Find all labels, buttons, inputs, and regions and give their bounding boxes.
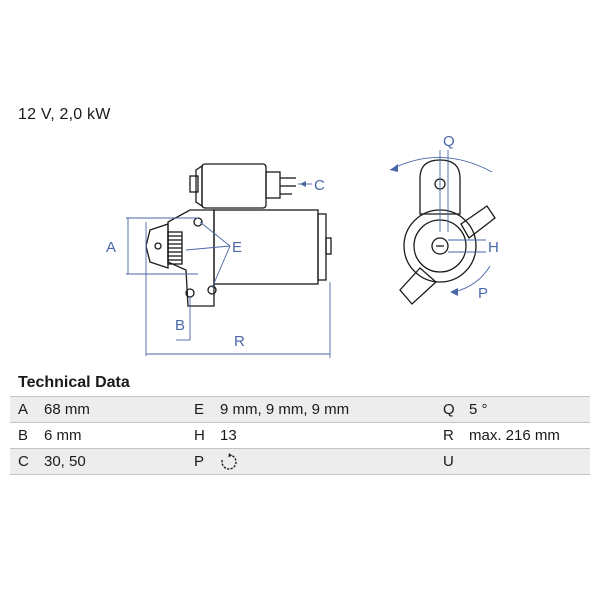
- spec-value: 5 °: [469, 396, 590, 423]
- spec-key: Q: [435, 396, 469, 423]
- starter-motor-drawing: A B C E R Q H P: [106, 133, 499, 358]
- spec-value: 9 mm, 9 mm, 9 mm: [220, 396, 435, 423]
- motor-end-cap: [317, 213, 327, 281]
- side-view: [399, 159, 496, 305]
- mounting-flange: [167, 209, 215, 307]
- spec-key: A: [10, 396, 44, 423]
- spec-key: E: [186, 396, 220, 423]
- spec-value: [469, 448, 590, 475]
- spec-key: R: [435, 422, 469, 449]
- label-E: E: [232, 239, 242, 256]
- spec-value: 30, 50: [44, 448, 186, 475]
- spec-key: H: [186, 422, 220, 449]
- label-Q: Q: [443, 133, 455, 150]
- label-A: A: [106, 239, 116, 256]
- solenoid-cap: [195, 164, 203, 208]
- label-B: B: [175, 317, 185, 334]
- pinion-gear: [167, 231, 183, 265]
- spec-value: 13: [220, 422, 435, 449]
- technical-data-table: A 68 mm E 9 mm, 9 mm, 9 mm Q 5 ° B 6 mm …: [10, 396, 590, 475]
- voltage-power-spec: 12 V, 2,0 kW: [18, 106, 111, 123]
- label-C: C: [314, 177, 325, 194]
- spec-value: 6 mm: [44, 422, 186, 449]
- table-row: B 6 mm H 13 R max. 216 mm: [10, 422, 590, 449]
- label-P: P: [478, 285, 488, 302]
- drive-nose: [145, 223, 169, 269]
- label-R: R: [234, 333, 245, 350]
- spec-value: max. 216 mm: [469, 422, 590, 449]
- spec-key: U: [435, 448, 469, 475]
- technical-data-title: Technical Data: [18, 374, 130, 391]
- solenoid-body: [201, 163, 267, 209]
- solenoid-terminal: [265, 171, 281, 199]
- clockwise-rotation-icon: [221, 452, 237, 470]
- table-row: C 30, 50 P U: [10, 448, 590, 475]
- table-row: A 68 mm E 9 mm, 9 mm, 9 mm Q 5 °: [10, 396, 590, 423]
- spec-key: B: [10, 422, 44, 449]
- label-H: H: [488, 239, 499, 256]
- spec-key: C: [10, 448, 44, 475]
- spec-value: 68 mm: [44, 396, 186, 423]
- spec-key: P: [186, 448, 220, 475]
